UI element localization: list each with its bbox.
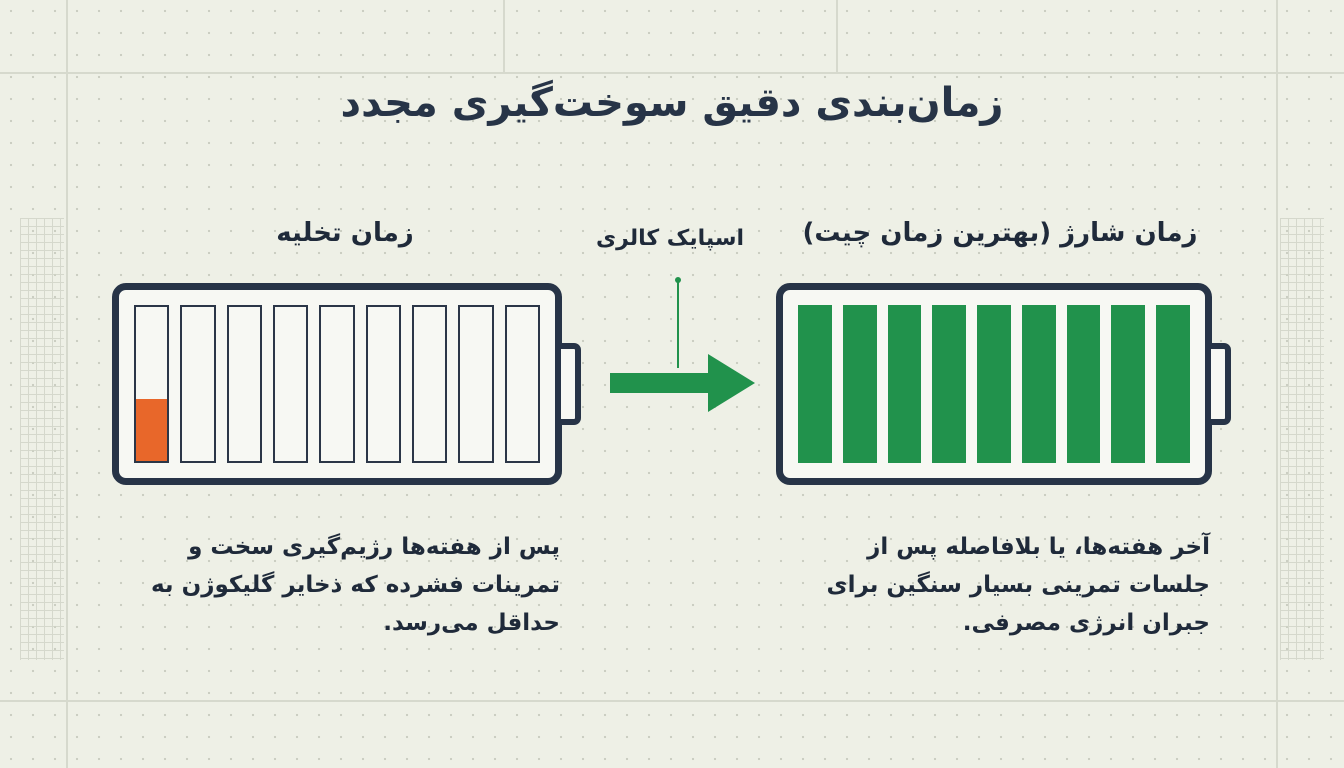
charge-heading: زمان شارژ (بهترین زمان چیت) [802, 218, 1198, 248]
depleted-cell [226, 305, 262, 463]
depleted-cell [319, 305, 355, 463]
frame-line-right [1276, 0, 1278, 768]
depleted-cell [411, 305, 448, 463]
frame-line-bottom [0, 700, 1344, 702]
frame-line-tick-2 [836, 0, 838, 72]
charged-cell [1021, 305, 1056, 463]
page-title: زمان‌بندی دقیق سوخت‌گیری مجدد [340, 80, 1004, 126]
calorie-spike-label: اسپایک کالری [595, 226, 745, 251]
frame-line-top [0, 72, 1344, 74]
depleted-battery-cells [134, 305, 540, 463]
charged-cell [1066, 305, 1101, 463]
charged-cell [932, 305, 967, 463]
depleted-battery-terminal [561, 343, 581, 425]
charged-cell [977, 305, 1011, 463]
grid-strip-left [20, 218, 64, 660]
grid-strip-right [1280, 218, 1324, 660]
charged-cell [887, 305, 922, 463]
arrow-right-icon [610, 354, 755, 412]
depleted-cell [134, 305, 170, 463]
charged-cell [1156, 305, 1191, 463]
charge-arrow [610, 277, 755, 412]
depleted-cell [180, 305, 216, 463]
frame-line-tick-1 [503, 0, 505, 72]
depleted-cell [458, 305, 494, 463]
charged-cell [1111, 305, 1146, 463]
charged-battery-cells [798, 305, 1191, 463]
charged-cell [798, 305, 832, 463]
depletion-heading: زمان تخلیه [276, 218, 414, 248]
charged-battery-terminal [1211, 343, 1231, 425]
depleted-cell [365, 305, 401, 463]
depleted-cell [504, 305, 540, 463]
low-charge-fill [136, 399, 168, 461]
charge-description: آخر هفته‌ها، یا بلافاصله پس از جلسات تمر… [826, 534, 1211, 636]
charged-cell [842, 305, 877, 463]
charged-battery [776, 283, 1212, 485]
frame-line-left [66, 0, 68, 768]
depleted-battery [112, 283, 562, 485]
depleted-cell [272, 305, 309, 463]
depletion-description: پس از هفته‌ها رژیم‌گیری سخت و تمرینات فش… [150, 534, 560, 636]
